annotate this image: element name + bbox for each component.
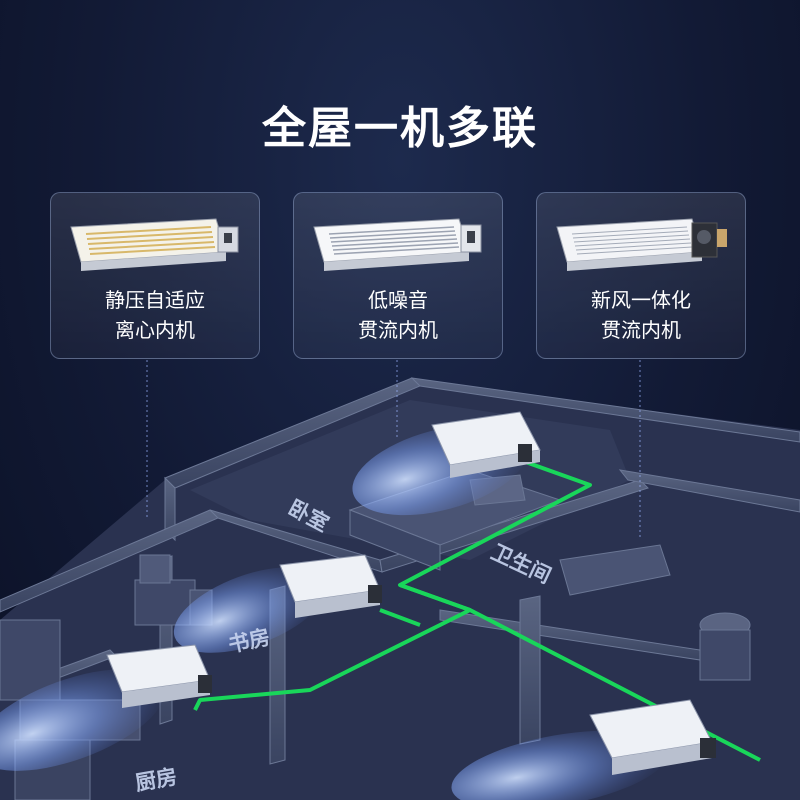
scene-unit-kitchen xyxy=(106,644,212,708)
ducted-unit-icon xyxy=(556,218,727,271)
page-title: 全屋一机多联 xyxy=(262,103,538,154)
scene-unit-living xyxy=(589,699,716,775)
card-line-2: 贯流内机 xyxy=(358,318,438,342)
ducted-unit-icon xyxy=(70,218,239,271)
card-line-1: 新风一体化 xyxy=(591,288,691,312)
card-low-noise-unit: 低噪音 贯流内机 xyxy=(293,192,503,359)
card-line-2: 贯流内机 xyxy=(601,318,681,342)
card-line-1: 低噪音 xyxy=(368,288,428,312)
connector-lines xyxy=(146,360,641,540)
card-fresh-air-unit: 新风一体化 贯流内机 xyxy=(536,192,746,359)
card-centrifugal-unit: 静压自适应 离心内机 xyxy=(50,192,260,359)
scene-unit-bedroom xyxy=(431,411,541,478)
card-line-1: 静压自适应 xyxy=(105,288,205,312)
ducted-unit-icon xyxy=(313,218,482,271)
card-line-2: 离心内机 xyxy=(115,318,195,342)
scene-unit-study xyxy=(279,554,382,618)
